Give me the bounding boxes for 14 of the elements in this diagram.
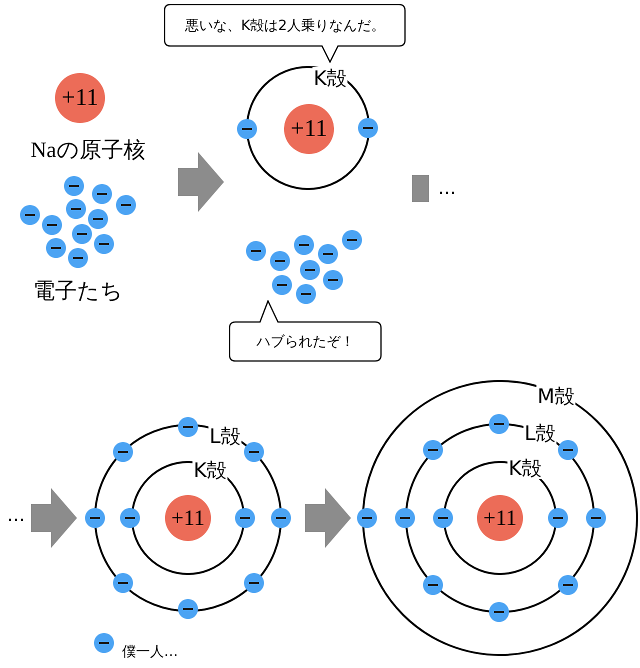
speech-text: 僕一人…: [121, 644, 179, 660]
shell-label: K殻: [312, 67, 348, 89]
shell-label: M殻: [536, 385, 576, 407]
shell-label: L殻: [208, 425, 242, 447]
shell-label: K殻: [507, 457, 543, 479]
shell-label: K殻: [192, 459, 228, 481]
nucleus-circle: +11: [165, 495, 211, 541]
nucleus-circle: +11: [284, 104, 334, 154]
nucleus-circle: +11: [477, 495, 523, 541]
nucleus-caption: Naの原子核: [30, 139, 146, 161]
speech-bubble: 悪いな、K殻は2人乗りなんだ。: [164, 4, 406, 63]
nucleus-circle: +11: [55, 73, 105, 123]
shell-label: L殻: [523, 422, 557, 444]
speech-bubble: ハブられたぞ！: [229, 300, 382, 362]
